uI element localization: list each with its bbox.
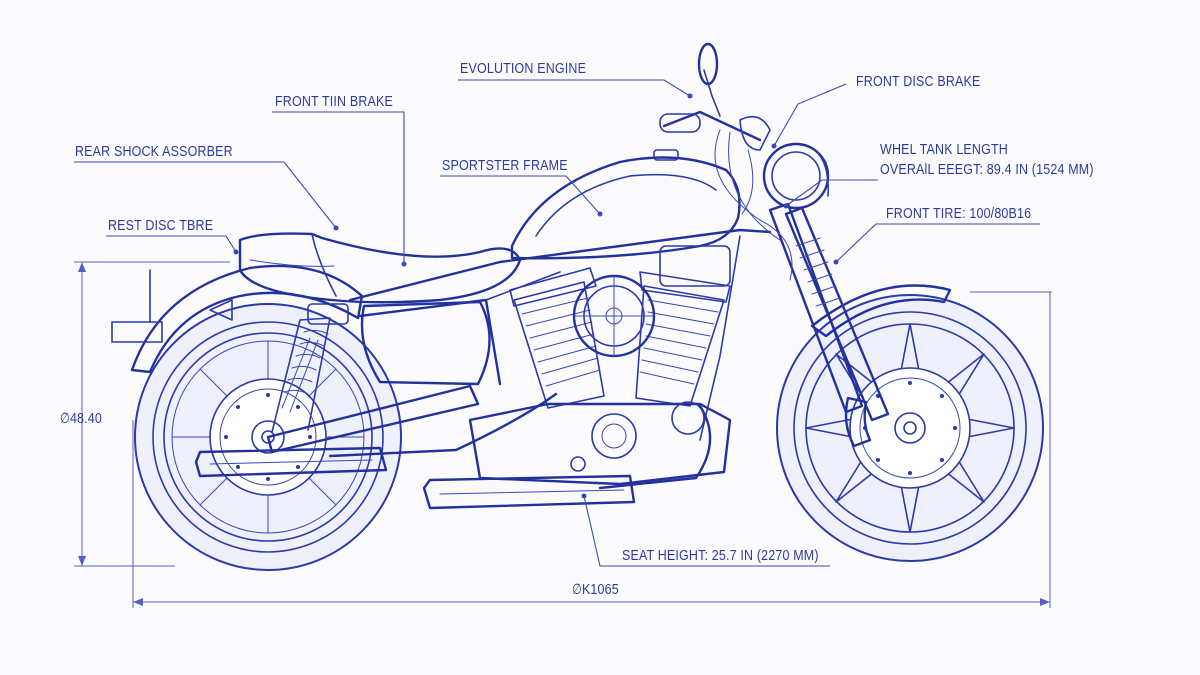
front-wheel [776, 294, 1044, 562]
fuel-tank [510, 149, 741, 260]
label-overall-height: OVERAlL EEEGT: 89.4 IN (1524 MM) [880, 162, 1094, 178]
leader-lines [74, 79, 1040, 567]
front-end [659, 42, 952, 422]
label-wheel-tank-length: WHEL TANK LENGTH [880, 142, 1008, 158]
label-front-disc-brake: FRONT DISC BRAKE [856, 74, 981, 90]
frame [348, 228, 772, 441]
label-front-tin-brake: FRONT TIIN BRAKE [275, 94, 394, 110]
label-bottom-dimension: ∅K1065 [572, 582, 619, 598]
label-front-tire: FRONT TIRE: 100/80B16 [886, 206, 1032, 222]
label-seat-height: SEAT HEIGHT: 25.7 IN (2270 MM) [622, 548, 819, 564]
label-rest-disc-tire: REST DISC TBRE [108, 218, 214, 234]
exhaust [194, 392, 712, 510]
label-sportster-frame: SPORTSTER FRAME [442, 158, 568, 174]
v-twin-engine [468, 245, 732, 486]
dimension-lines [74, 261, 1052, 608]
label-rear-shock: REAR SHOCK ASSORBER [75, 144, 233, 160]
label-evolution-engine: EVOLUTION ENGINE [460, 61, 587, 77]
label-left-dimension: ∅48.40 [60, 411, 103, 427]
